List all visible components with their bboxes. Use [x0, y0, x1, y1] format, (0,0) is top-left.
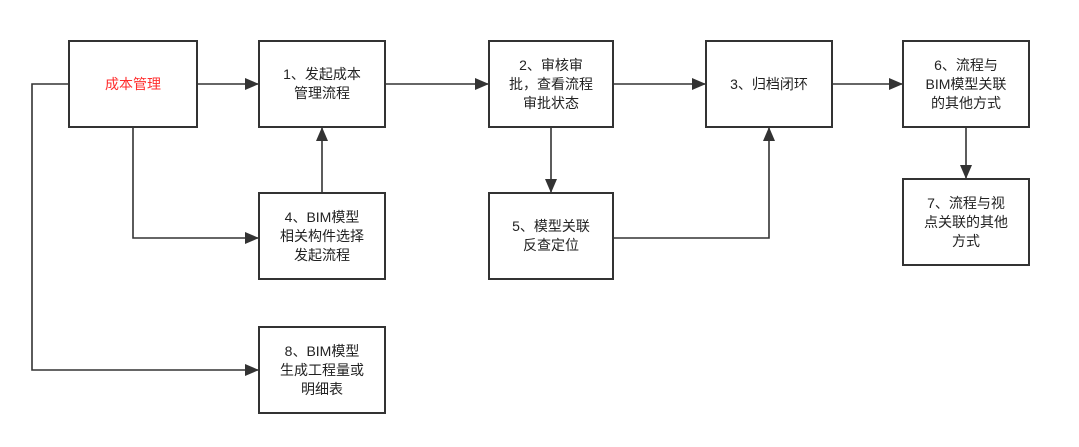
node-label-line: 反查定位 [523, 237, 579, 253]
node-cost-management: 成本管理 [68, 40, 198, 128]
node-label-line: 明细表 [301, 380, 343, 397]
arrow-step5-to-step3 [614, 127, 775, 239]
node-label-line: 4、BIM模型 [284, 208, 360, 225]
node-label-line: 审批状态 [523, 94, 579, 111]
node-label-line: 成本管理 [105, 75, 161, 92]
node-step8-bim-quantities: 8、BIM模型 生成工程量或 明细表 [258, 326, 386, 414]
node-step1-initiate-cost-flow: 1、发起成本 管理流程 [258, 40, 386, 128]
arrow-cost-to-step4 [132, 128, 259, 244]
node-label-line: 的其他方式 [931, 94, 1001, 111]
node-label-line: 5、模型关联 [512, 218, 590, 234]
node-label-line: 6、流程与 [934, 56, 998, 73]
node-step6-other-bim-links: 6、流程与 BIM模型关联 的其他方式 [902, 40, 1030, 128]
node-step3-archive: 3、归档闭环 [705, 40, 833, 128]
node-step7-viewpoint-links: 7、流程与视 点关联的其他 方式 [902, 178, 1030, 266]
node-label-line: 1、发起成本 [283, 66, 361, 82]
node-label-line: 管理流程 [294, 85, 350, 101]
node-label-line: 2、审核审 [519, 56, 583, 73]
node-label-line: BIM模型关联 [925, 75, 1007, 92]
node-label-line: 生成工程量或 [280, 361, 364, 378]
node-label-line: 7、流程与视 [927, 194, 1005, 211]
node-label-line: 8、BIM模型 [284, 342, 360, 359]
node-step2-review-approval: 2、审核审 批，查看流程 审批状态 [488, 40, 614, 128]
node-label-line: 3、归档闭环 [730, 75, 808, 92]
node-label-line: 方式 [952, 232, 980, 249]
node-step5-model-reverse-lookup: 5、模型关联 反查定位 [488, 192, 614, 280]
node-label-line: 点关联的其他 [924, 213, 1008, 230]
node-label-line: 批，查看流程 [509, 75, 593, 92]
node-label-line: 相关构件选择 [280, 227, 364, 244]
node-label-line: 发起流程 [294, 246, 350, 263]
node-step4-bim-component-select: 4、BIM模型 相关构件选择 发起流程 [258, 192, 386, 280]
